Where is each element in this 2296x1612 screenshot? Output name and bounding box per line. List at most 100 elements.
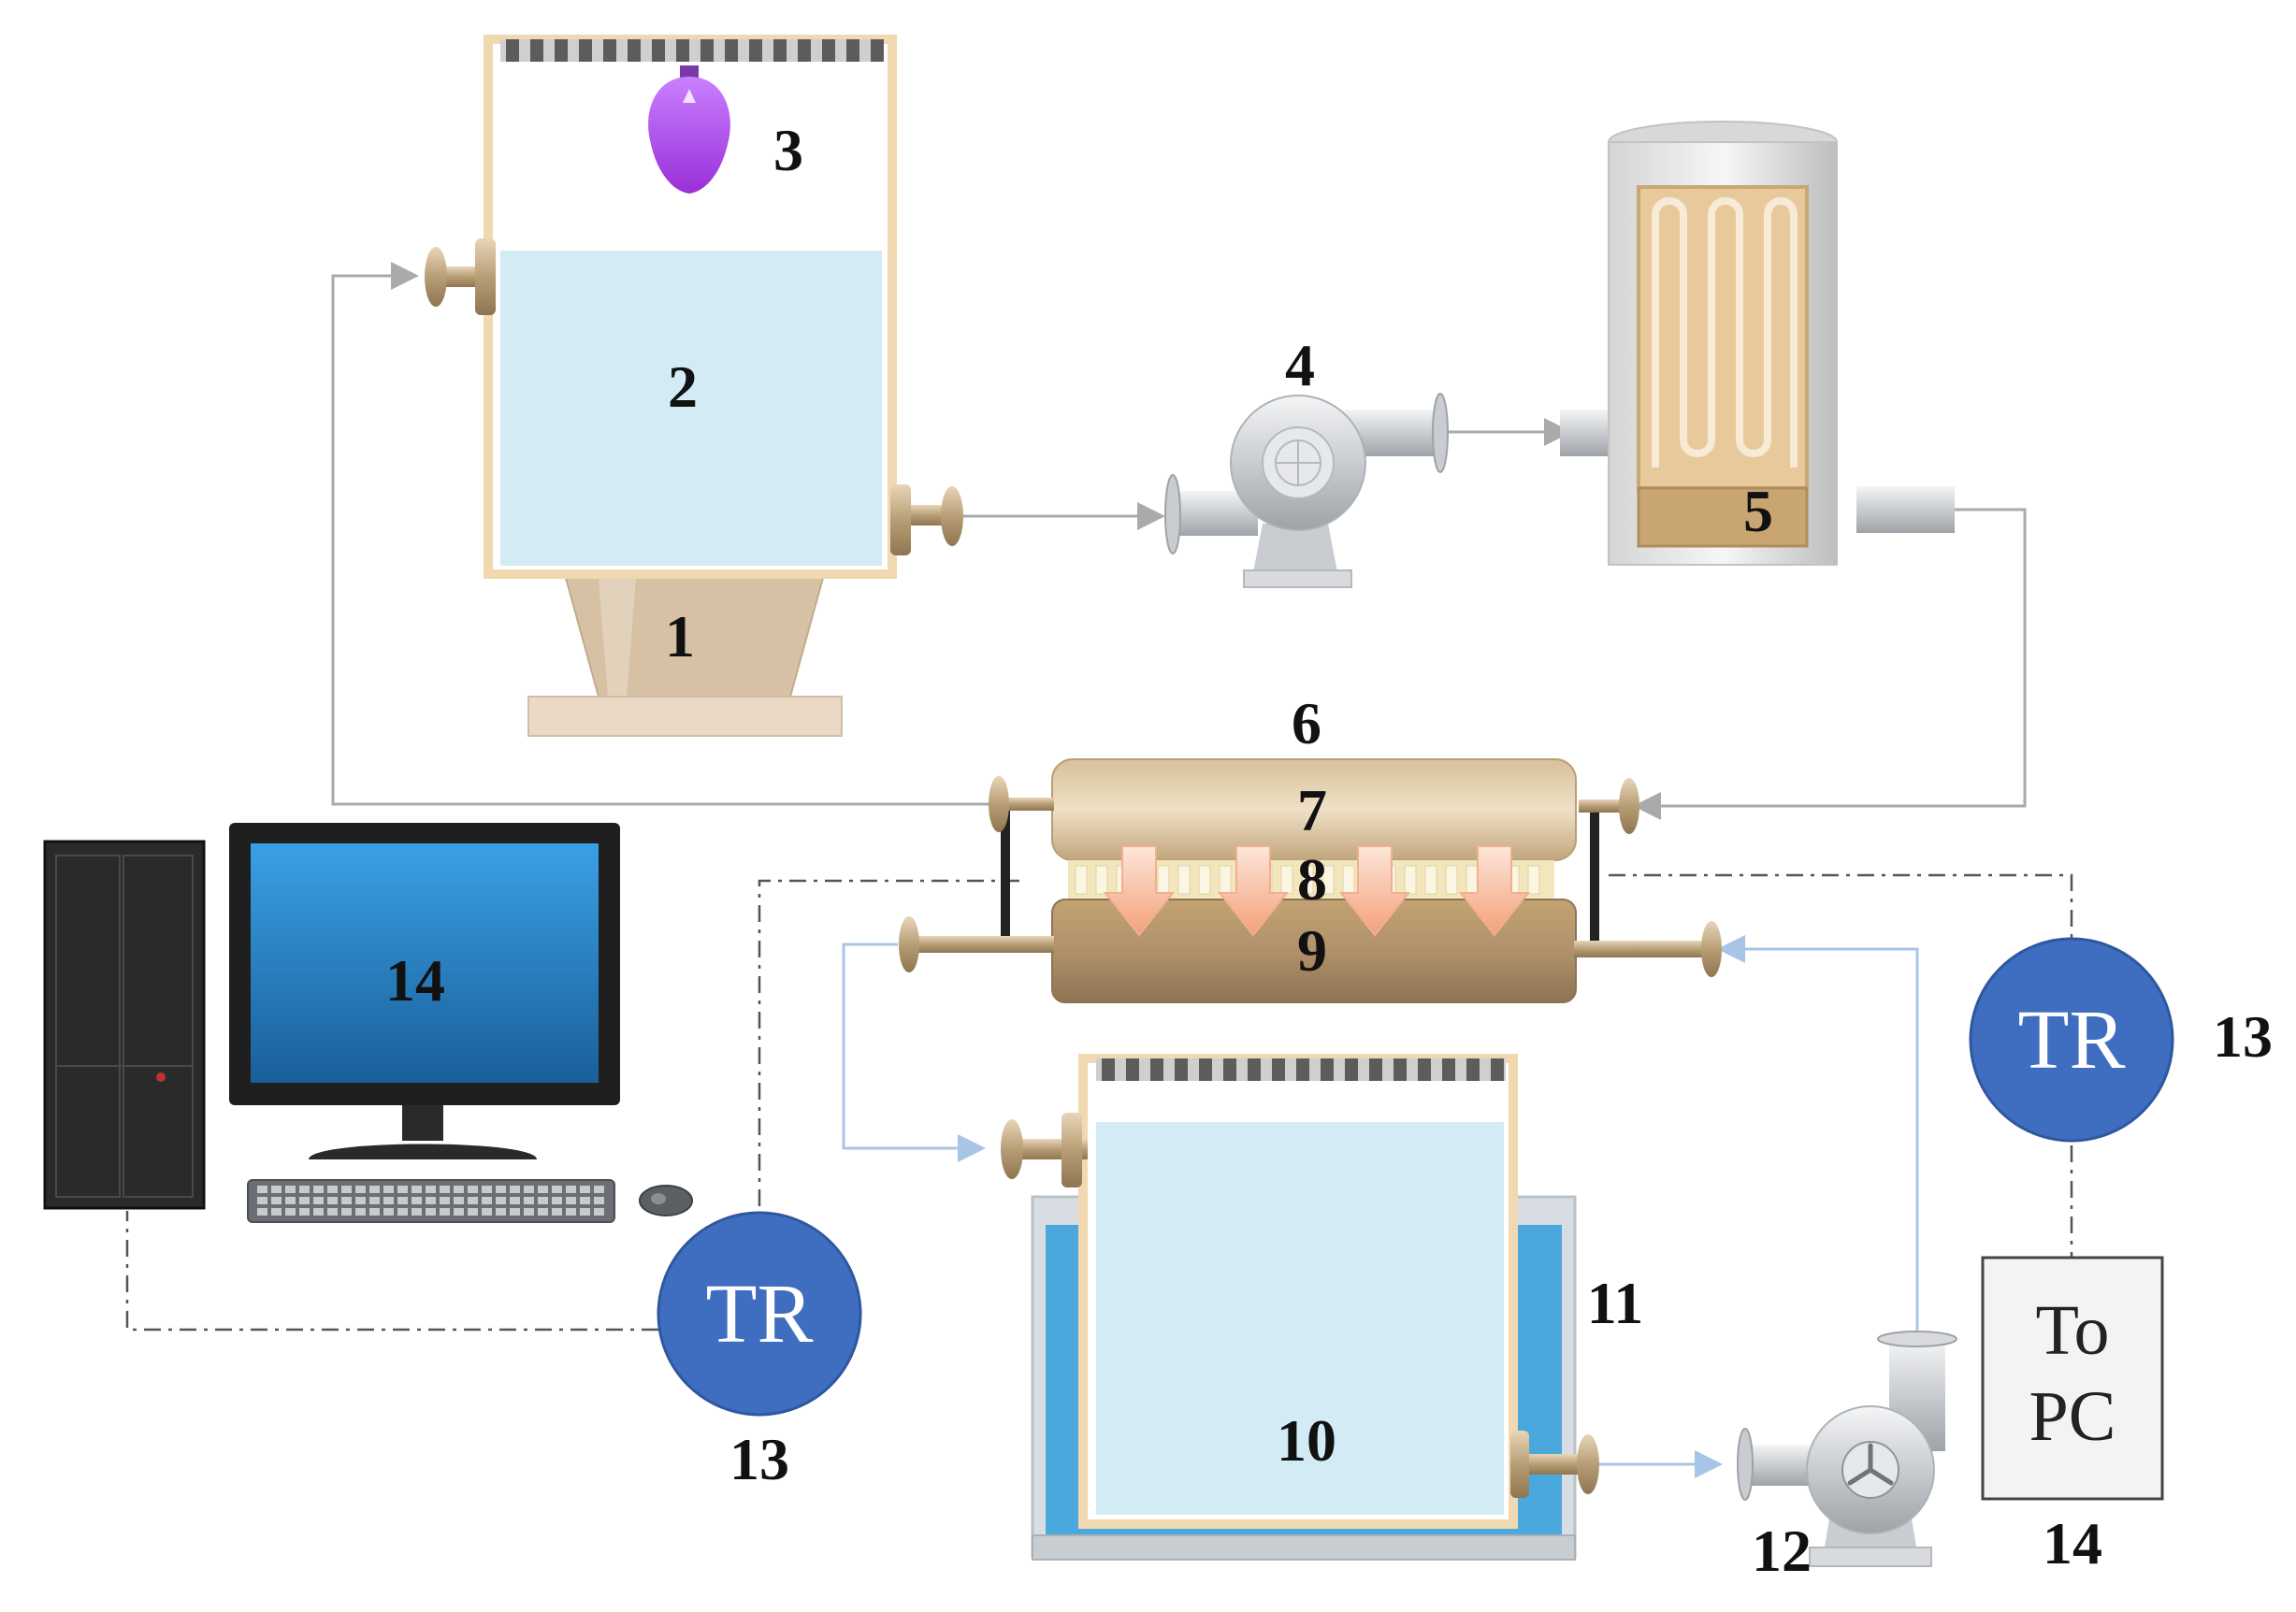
key xyxy=(369,1197,380,1204)
key xyxy=(299,1208,310,1216)
key xyxy=(552,1186,562,1193)
flux-arrow-icon xyxy=(1103,845,1176,937)
signal-tr-to-computer xyxy=(125,1211,658,1331)
key xyxy=(580,1197,590,1204)
key xyxy=(482,1197,492,1204)
key xyxy=(299,1186,310,1193)
temperature-recorder-right: TR xyxy=(1969,937,2174,1143)
key xyxy=(468,1208,478,1216)
lid-stripe xyxy=(773,39,787,62)
key xyxy=(538,1186,548,1193)
key xyxy=(271,1186,282,1193)
key xyxy=(271,1197,282,1204)
key xyxy=(397,1186,408,1193)
key xyxy=(468,1186,478,1193)
key xyxy=(257,1186,267,1193)
lid-stripe xyxy=(1248,1058,1261,1081)
key xyxy=(580,1186,590,1193)
label-8: 8 xyxy=(1297,846,1327,913)
key xyxy=(524,1186,534,1193)
temperature-recorder-left: TR xyxy=(657,1211,862,1417)
key xyxy=(496,1197,506,1204)
membrane-pore xyxy=(1527,865,1540,895)
lid-stripe xyxy=(1466,1058,1480,1081)
membrane-pore xyxy=(1424,865,1437,895)
permeate-tank-inlet-valve xyxy=(1001,1113,1088,1187)
lid-stripe xyxy=(652,39,665,62)
membrane-pore xyxy=(1404,865,1417,895)
permeate-tank-lid xyxy=(1096,1058,1506,1081)
cold-inlet-connector xyxy=(1574,921,1722,977)
membrane-pore xyxy=(1157,865,1170,895)
feed-pump-icon xyxy=(1164,393,1449,588)
to-pc-line2: PC xyxy=(2029,1377,2116,1456)
label-14-computer: 14 xyxy=(385,947,445,1014)
recorder-left-text: TR xyxy=(705,1268,813,1360)
label-4: 4 xyxy=(1285,332,1315,398)
key xyxy=(383,1208,394,1216)
key xyxy=(510,1208,520,1216)
key xyxy=(412,1208,422,1216)
key xyxy=(327,1197,338,1204)
lid-stripe xyxy=(871,39,884,62)
lid-stripe xyxy=(676,39,689,62)
to-pc-box: To PC xyxy=(1981,1256,2164,1501)
membrane-pore xyxy=(1301,865,1314,895)
key xyxy=(327,1208,338,1216)
key xyxy=(496,1208,506,1216)
key xyxy=(355,1186,366,1193)
key xyxy=(285,1208,296,1216)
key xyxy=(524,1197,534,1204)
key xyxy=(482,1186,492,1193)
key xyxy=(580,1208,590,1216)
key xyxy=(594,1197,604,1204)
feed-tank-inlet-valve xyxy=(425,238,496,315)
recorder-right-text: TR xyxy=(2017,994,2125,1087)
lid-stripe xyxy=(1369,1058,1382,1081)
keyboard-keys xyxy=(257,1186,604,1216)
cold-outlet-connector xyxy=(899,916,1054,972)
key xyxy=(524,1208,534,1216)
membrane-module xyxy=(899,758,1722,1003)
lid-stripe xyxy=(1272,1058,1285,1081)
key xyxy=(383,1197,394,1204)
keyboard-icon xyxy=(247,1179,615,1223)
key xyxy=(369,1208,380,1216)
cold-flow-lines xyxy=(842,935,1919,1478)
key xyxy=(440,1208,450,1216)
lid-stripe xyxy=(1418,1058,1431,1081)
lid-stripe xyxy=(506,39,519,62)
key xyxy=(285,1186,296,1193)
key xyxy=(341,1186,352,1193)
feed-tank-outlet-valve xyxy=(890,484,963,555)
key xyxy=(369,1186,380,1193)
lid-stripe xyxy=(628,39,641,62)
monitor-icon xyxy=(229,823,620,1159)
key xyxy=(510,1186,520,1193)
hot-flow-lines xyxy=(331,262,2027,820)
key xyxy=(412,1186,422,1193)
key xyxy=(566,1197,576,1204)
lid-stripe xyxy=(1296,1058,1309,1081)
lid-stripe xyxy=(700,39,714,62)
key xyxy=(496,1186,506,1193)
flow-module-return-to-tank xyxy=(331,262,989,806)
label-1: 1 xyxy=(665,603,695,669)
lid-stripe xyxy=(1321,1058,1334,1081)
key xyxy=(566,1186,576,1193)
key xyxy=(454,1197,464,1204)
key xyxy=(257,1197,267,1204)
key xyxy=(383,1186,394,1193)
lid-stripe xyxy=(798,39,811,62)
hot-inlet-connector xyxy=(1579,778,1639,834)
key xyxy=(313,1197,324,1204)
label-13-left: 13 xyxy=(729,1426,789,1492)
lid-stripe xyxy=(1442,1058,1455,1081)
hot-outlet-connector xyxy=(989,776,1054,832)
label-2: 2 xyxy=(668,353,698,420)
permeate-pump-icon xyxy=(1737,1331,1957,1567)
key xyxy=(538,1197,548,1204)
flux-arrow-icon xyxy=(1217,845,1290,937)
label-3: 3 xyxy=(773,117,803,183)
